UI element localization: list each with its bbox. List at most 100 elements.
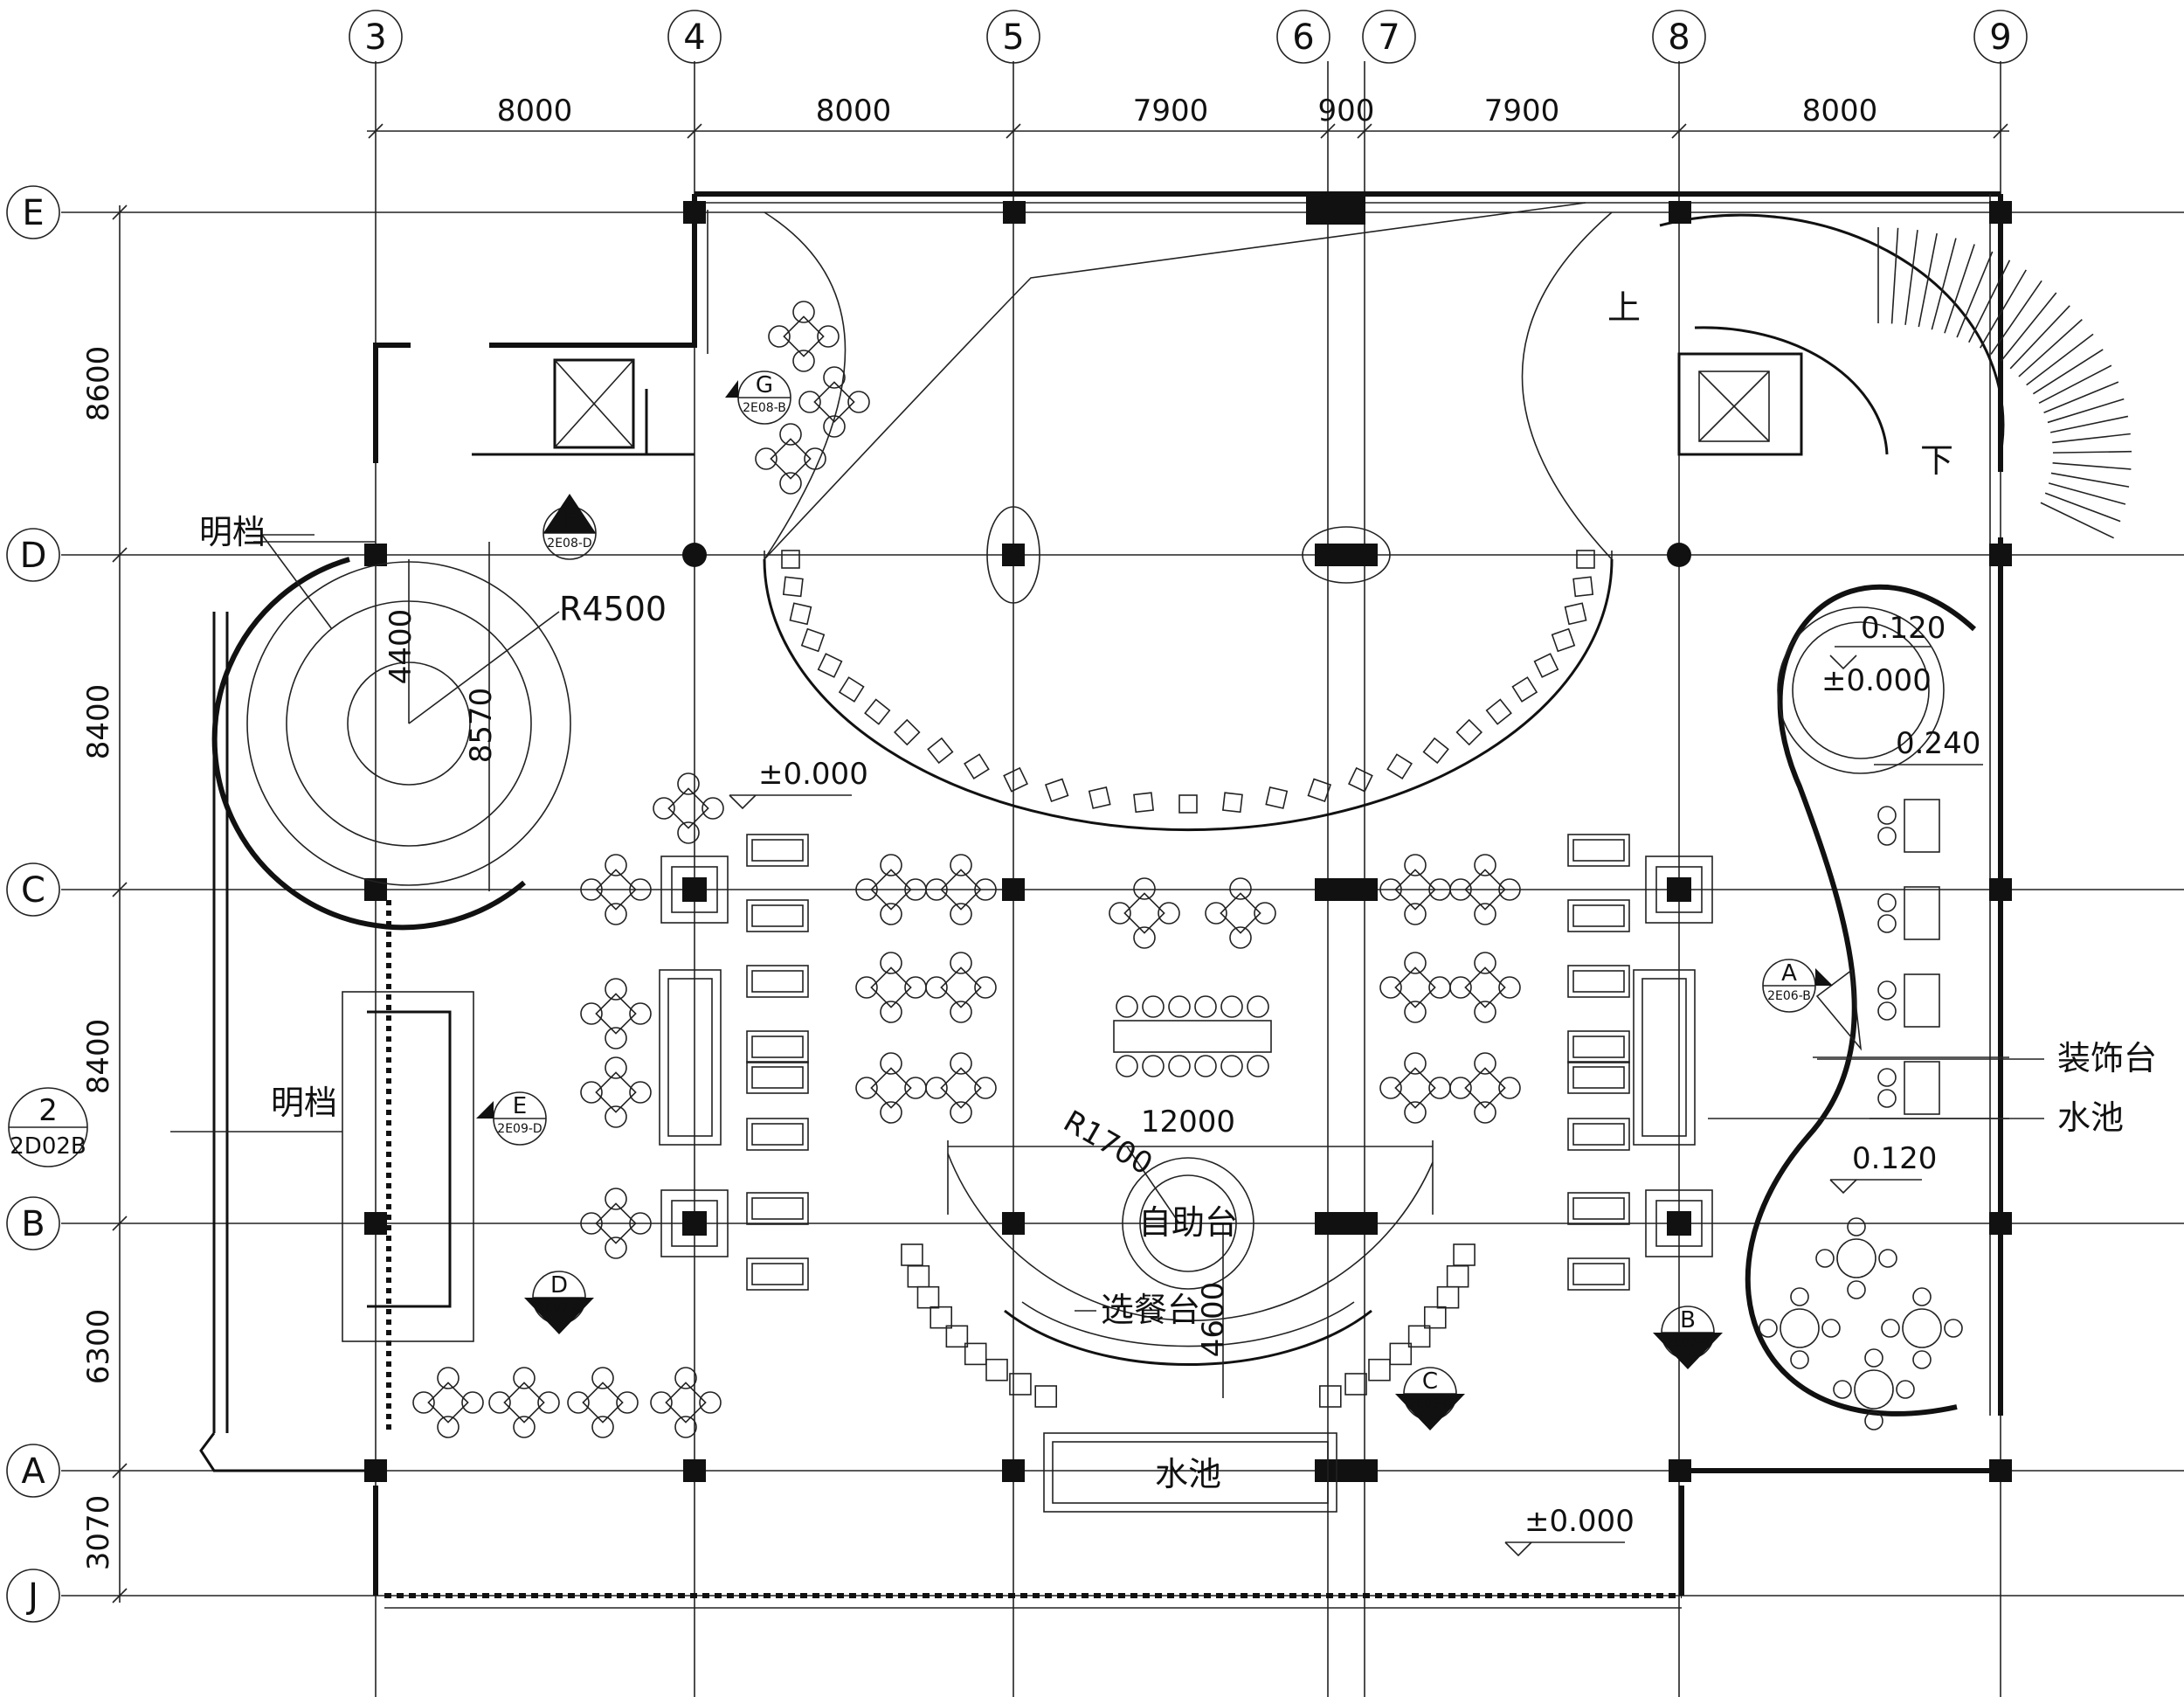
chair [974,1077,997,1099]
sofa-cushion [751,1197,804,1220]
dimension-top: 8000 8000 7900 900 7900 8000 [367,94,2009,139]
chair [768,325,791,348]
counter-set [1877,1061,1940,1115]
pilaster-outer [660,1189,729,1257]
table-set [925,952,997,1023]
chair [1194,995,1217,1018]
pool-inner [667,978,713,1137]
axis-label-B: B [21,1204,45,1244]
grand-stair: 上 下 [1607,213,2132,539]
table-set [653,772,724,844]
chair [1474,1001,1496,1023]
booth-sofa [746,834,809,867]
stool [893,718,921,746]
chair [1247,995,1269,1018]
table-set [755,423,826,495]
chair [916,1285,940,1309]
chair [880,1052,902,1075]
table [595,1202,637,1244]
stool [1877,1001,1897,1021]
chair [1229,877,1252,900]
chair [880,854,902,876]
sofa-cushion [1572,1036,1625,1058]
booth-sofa [746,1061,809,1094]
sofa [746,1030,809,1063]
sofa [1567,1061,1630,1094]
sofa-cushion [1572,904,1625,927]
sofa [746,834,809,867]
section-mark-b-ref: 2E07-B [1666,1336,1710,1350]
table-set [412,1367,484,1438]
table-set [488,1367,560,1438]
chair [1379,878,1402,901]
section-marks: G 2E08-B F 2E08-D E 2E09-D D 2E07-B C 2E… [8,371,1833,1430]
chair [580,1002,603,1025]
table-set [1449,1052,1521,1124]
booth-sofa [1567,1061,1630,1094]
chair [616,1391,639,1414]
chair [1220,1055,1243,1077]
section-mark-f: F 2E08-D [543,494,597,560]
chair [823,415,846,438]
booth-sofa [1567,1030,1630,1063]
chair [904,976,927,999]
stair-tread [2052,450,2132,454]
stool [817,653,843,678]
dim-12000: 12000 [1141,1105,1235,1139]
column-core [682,1211,707,1236]
chair [792,350,815,372]
stair-tread [1968,260,2011,343]
chair [779,423,802,446]
chair [964,1342,987,1366]
chair [488,1391,511,1414]
column-core [1667,877,1691,902]
detail-ref-sheet: 2D02B [10,1133,86,1160]
dim-top-8-9: 8000 [1802,94,1878,128]
booth-sofa [746,1192,809,1225]
axis-label-5: 5 [1002,17,1024,58]
detail-reference: 2 2D02B [8,1087,88,1167]
chair [1912,1287,1932,1306]
table [783,315,825,357]
table [870,966,912,1008]
sofa-cushion [1572,839,1625,862]
stool [927,737,954,765]
table-set [925,1052,997,1124]
section-mark-c-ref: 2E09-B [1408,1397,1452,1411]
stool [964,753,990,779]
chair [817,325,840,348]
level-zero-2: ±0.000 [1524,1504,1635,1539]
chair [1229,926,1252,949]
chair [1498,878,1521,901]
sofa-cushion [751,1123,804,1146]
table [870,869,912,911]
counter-set [1877,799,1940,853]
chair [1133,926,1156,949]
radius-r4500: R4500 [559,590,667,628]
chair [629,878,652,901]
level-marks: ±0.000 ±0.000 ±0.000 0.120 0.240 0.120 [729,611,1983,1557]
sofa-cushion [1572,1263,1625,1285]
stair-tread [1956,251,1994,338]
dining-tables [412,301,1963,1438]
table [595,993,637,1035]
axis-label-A: A [21,1451,45,1492]
stool [1877,827,1897,846]
axis-label-J: J [25,1576,38,1617]
chair [537,1391,560,1414]
table [940,1067,982,1109]
round-table-set [1881,1287,1963,1369]
chair [699,1391,722,1414]
dim-top-4-5: 8000 [816,94,892,128]
table [1464,869,1506,911]
stair-tread [2052,433,2131,444]
chair [1453,1243,1476,1266]
stair-tread [2047,398,2125,424]
sofa-cushion [751,1263,804,1285]
sofa-cushion [751,1036,804,1058]
dim-left-D-C: 8400 [81,684,116,760]
table-set [567,1367,639,1438]
chair [1404,903,1427,925]
sofa [1567,1030,1630,1063]
